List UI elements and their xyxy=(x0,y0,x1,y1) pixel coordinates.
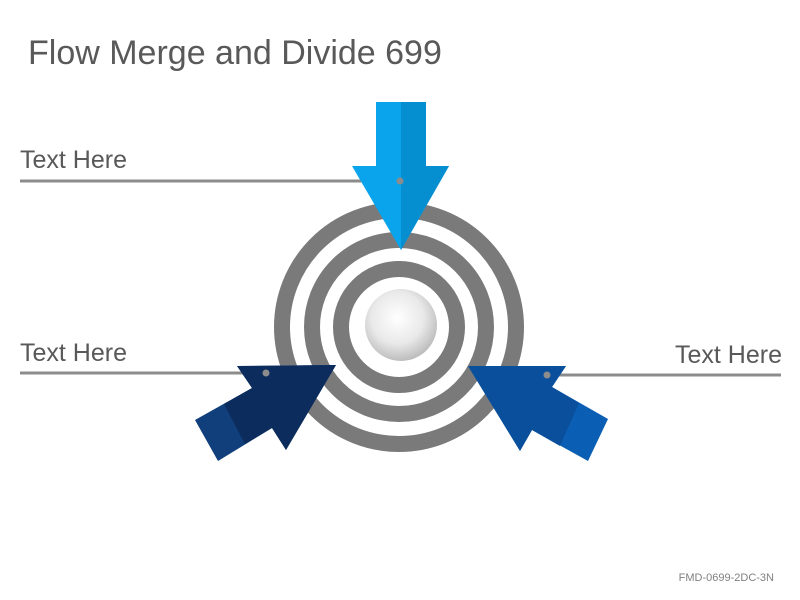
leader-dot-left xyxy=(262,369,270,377)
footer-code: FMD-0699-2DC-3N xyxy=(678,572,774,584)
text-label-right: Text Here xyxy=(675,341,782,369)
arrow-top xyxy=(352,102,449,250)
text-label-top: Text Here xyxy=(20,146,127,174)
leader-dot-right xyxy=(543,371,551,379)
arrow-right xyxy=(468,366,608,461)
slide-title: Flow Merge and Divide 699 xyxy=(28,34,442,72)
leader-dot-top xyxy=(396,177,404,185)
center-sphere xyxy=(365,289,437,361)
arrow-left xyxy=(195,365,336,461)
ring-inner xyxy=(333,261,465,393)
text-label-left: Text Here xyxy=(20,339,127,367)
